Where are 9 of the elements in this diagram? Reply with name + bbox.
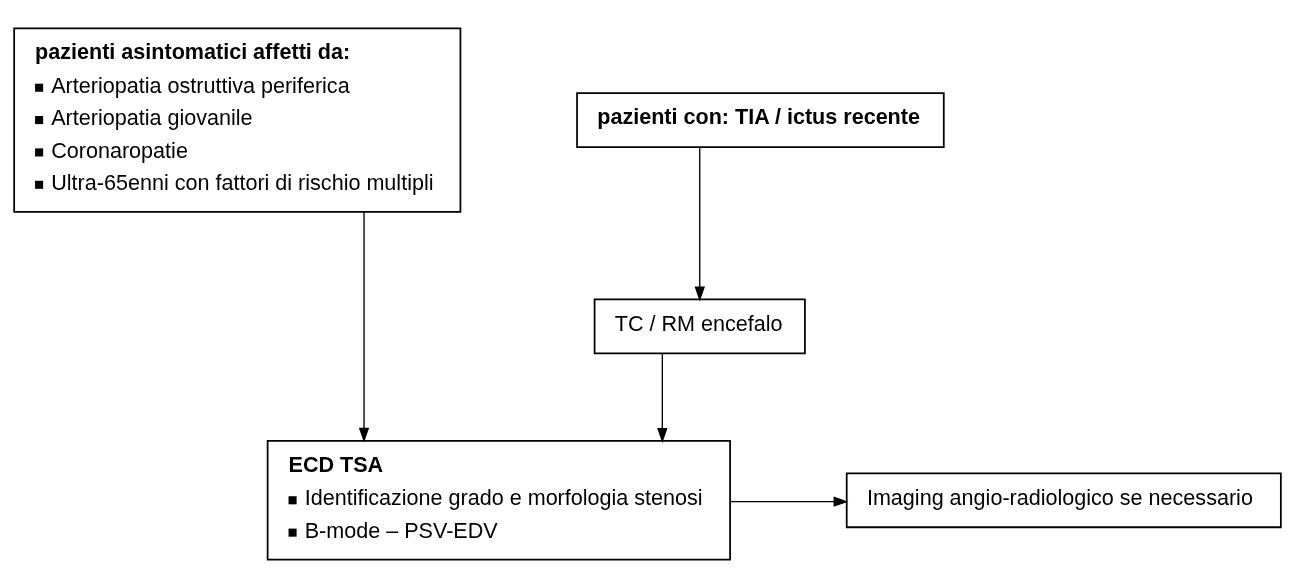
arrow xyxy=(729,496,849,507)
node-box: ECD TSA Identificazione grado e morfologia stenosi B-mode – PSV-EDV xyxy=(266,440,731,561)
node-box: pazienti asintomatici affetti da: Arteriopatia ostruttiva periferica Arteriopatia giovanile Coronaropatie Ultra-65enni con fattori di rischio multipli xyxy=(13,27,462,213)
node-box: TC / RM encefalo xyxy=(593,298,806,355)
arrow xyxy=(657,352,668,443)
node-box: pazienti con: TIA / ictus recente xyxy=(576,92,945,148)
arrow xyxy=(694,146,705,302)
arrow xyxy=(358,211,370,443)
node-box: Imaging angio-radiologico se necessario xyxy=(845,472,1282,529)
